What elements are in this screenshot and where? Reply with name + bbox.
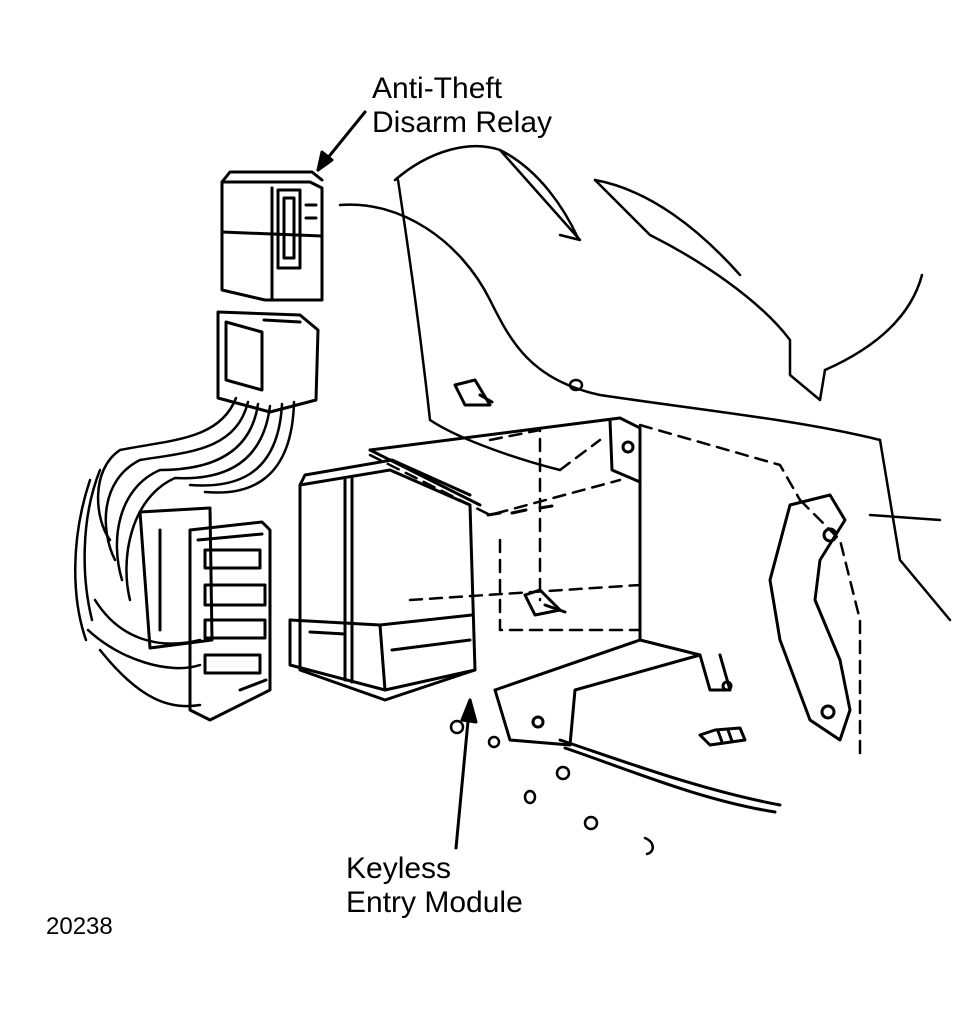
anti-theft-relay-label-line2: Disarm Relay: [372, 106, 553, 139]
mounting-bracket: [768, 493, 852, 742]
panel-holes: [449, 378, 654, 856]
relay-pointer-arrow: [316, 110, 367, 172]
keyless-module-label-line1: Keyless: [346, 852, 452, 885]
relay-body: [220, 170, 324, 302]
anti-theft-relay-label-line1: Anti-Theft: [372, 72, 503, 105]
module-hidden-lines: [368, 423, 862, 762]
anti-theft-relay-label: Anti-Theft Disarm Relay: [372, 72, 552, 140]
harness-connector: [138, 506, 272, 722]
relay-connector: [216, 310, 320, 414]
dashboard-panel: [338, 145, 952, 622]
mounting-screws: [453, 378, 747, 747]
lower-panel-edge: [558, 738, 782, 814]
module-detail-marks: [486, 440, 733, 729]
keyless-module-label: Keyless Entry Module: [346, 852, 523, 920]
keyless-module-label-line2: Entry Module: [346, 886, 523, 919]
keyless-module-body: [288, 416, 732, 747]
figure-number: 20238: [46, 913, 113, 940]
module-pointer-arrow: [454, 698, 478, 850]
